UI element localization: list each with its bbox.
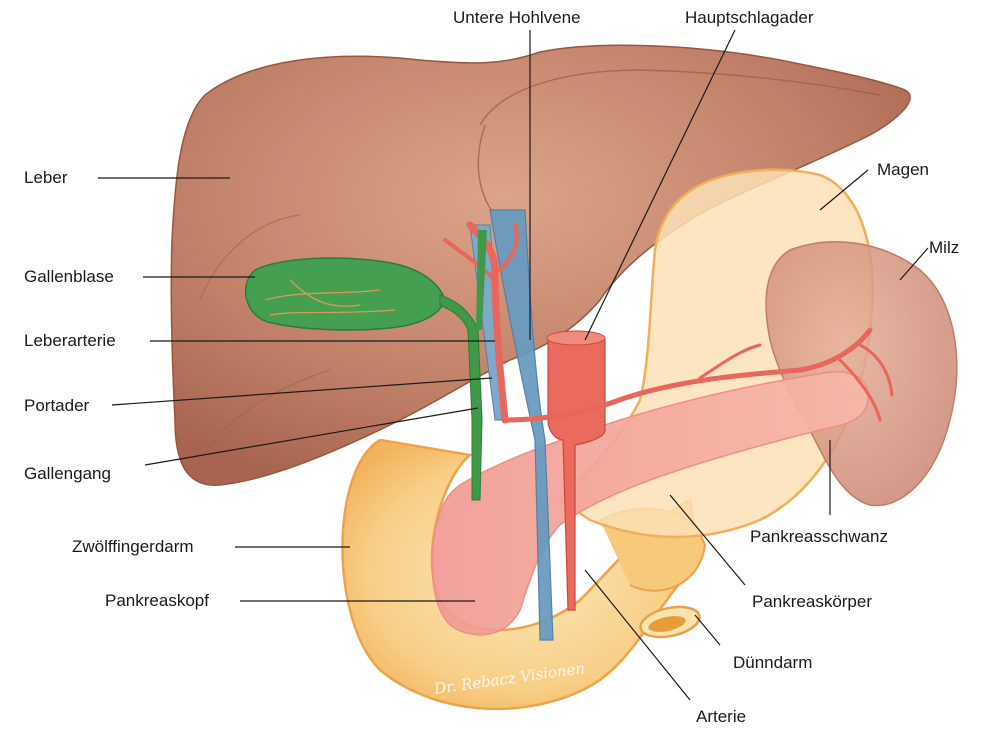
label-magen: Magen bbox=[877, 160, 929, 180]
label-gallengang: Gallengang bbox=[24, 464, 111, 484]
label-portader: Portader bbox=[24, 396, 89, 416]
label-gallenblase: Gallenblase bbox=[24, 267, 114, 287]
label-arterie: Arterie bbox=[696, 707, 746, 727]
label-leberarterie: Leberarterie bbox=[24, 331, 116, 351]
label-hauptschlagader: Hauptschlagader bbox=[685, 8, 814, 28]
label-zwoelffingerdarm: Zwölffingerdarm bbox=[72, 537, 194, 557]
label-untere-hohlvene: Untere Hohlvene bbox=[453, 8, 581, 28]
label-duenndarm: Dünndarm bbox=[733, 653, 812, 673]
label-pankreasschwanz: Pankreasschwanz bbox=[750, 527, 888, 547]
leader-duenndarm bbox=[695, 615, 720, 645]
label-pankreaskoerper: Pankreaskörper bbox=[752, 592, 872, 612]
label-leber: Leber bbox=[24, 168, 67, 188]
label-milz: Milz bbox=[929, 238, 959, 258]
label-pankreaskopf: Pankreaskopf bbox=[105, 591, 209, 611]
